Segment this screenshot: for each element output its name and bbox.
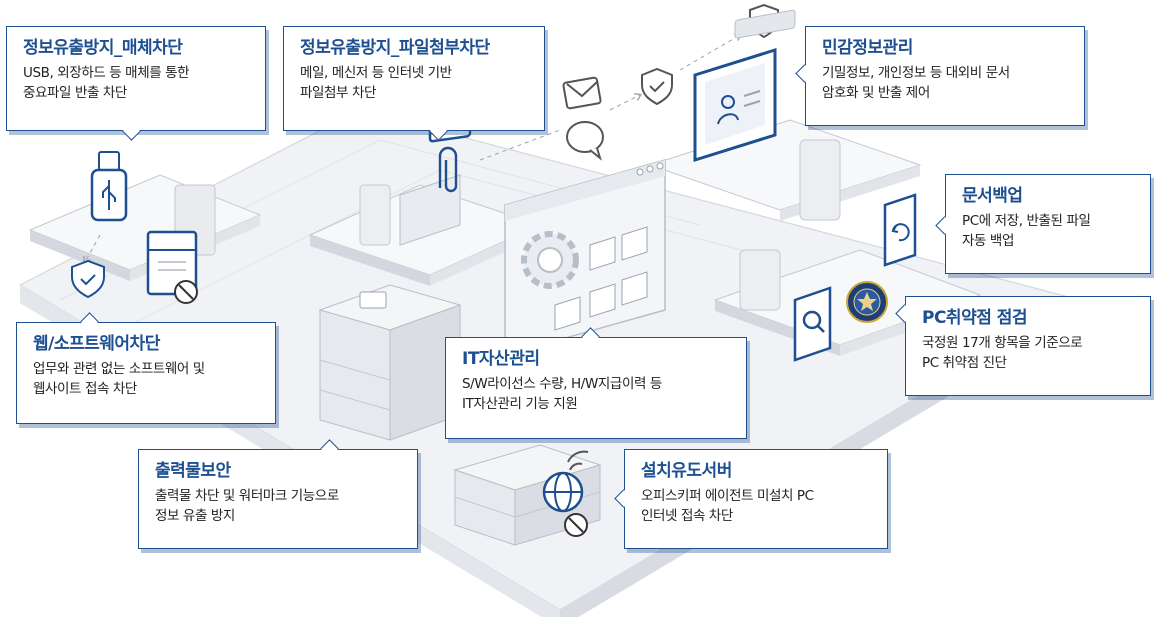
block-icon: [174, 280, 198, 304]
gear-icon: [521, 231, 579, 289]
callout-desc: 업무와 관련 없는 소프트웨어 및 웹사이트 접속 차단: [33, 359, 261, 399]
search-icon: [793, 286, 832, 362]
app-tiles: [554, 226, 648, 331]
callout-print: 출력물보안 출력물 차단 및 워터마크 기능으로 정보 유출 방지: [138, 439, 418, 549]
desc-line: 인터넷 접속 차단: [641, 508, 733, 524]
desc-line: 오피스키퍼 에이전트 미설치 PC: [641, 488, 814, 504]
desc-line: 국정원 17개 항목을 기준으로: [922, 335, 1083, 351]
shield-check-icon: [641, 67, 673, 106]
globe-icon: [542, 471, 584, 513]
wifi-icon: [567, 450, 589, 471]
monitor-user-icon: [693, 47, 777, 163]
usb-icon: [90, 151, 128, 222]
callout-title: 웹/소프트웨어차단: [33, 334, 160, 354]
desc-line: 메일, 메신저 등 인터넷 기반: [300, 65, 452, 81]
chat-bubble-icon: [566, 121, 604, 161]
callout-desc: USB, 외장하드 등 매체를 통한 중요파일 반출 차단: [23, 63, 251, 103]
callout-desc: 메일, 메신저 등 인터넷 기반 파일첨부 차단: [300, 63, 530, 103]
nis-seal-icon: [846, 281, 888, 323]
callout-title: PC취약점 점검: [922, 308, 1028, 328]
callout-vuln: PC취약점 점검 국정원 17개 항목을 기준으로 PC 취약점 진단: [895, 296, 1151, 396]
callout-title: 정보유출방지_매체차단: [23, 38, 183, 58]
callout-desc: 오피스키퍼 에이전트 미설치 PC 인터넷 접속 차단: [641, 486, 873, 526]
mail-icon: [562, 76, 602, 110]
desc-line: PC 취약점 진단: [922, 355, 1007, 371]
desc-line: 암호화 및 반출 제어: [822, 85, 930, 101]
callout-title: 민감정보관리: [822, 38, 913, 58]
callout-title: 문서백업: [962, 186, 1023, 206]
it-asset-window: [504, 159, 666, 356]
callout-attach-block: 정보유출방지_파일첨부차단 메일, 메신저 등 인터넷 기반 파일첨부 차단: [283, 26, 545, 141]
desc-line: USB, 외장하드 등 매체를 통한: [23, 65, 190, 81]
desc-line: PC에 저장, 반출된 파일: [962, 213, 1091, 229]
callout-desc: PC에 저장, 반출된 파일 자동 백업: [962, 211, 1136, 251]
desc-line: IT자산관리 기능 지원: [462, 396, 578, 412]
callout-title: IT자산관리: [462, 349, 540, 369]
shield-check-icon: [71, 259, 105, 299]
app-window-icon: [146, 230, 198, 296]
callout-desc: 기밀정보, 개인정보 등 대외비 문서 암호화 및 반출 제어: [822, 63, 1070, 103]
desc-line: S/W라이선스 수량, H/W지급이력 등: [462, 376, 662, 392]
desc-line: 기밀정보, 개인정보 등 대외비 문서: [822, 65, 1010, 81]
callout-web-sw: 웹/소프트웨어차단 업무와 관련 없는 소프트웨어 및 웹사이트 접속 차단: [16, 312, 276, 424]
callout-it-asset: IT자산관리 S/W라이선스 수량, H/W지급이력 등 IT자산관리 기능 지…: [445, 327, 747, 439]
callout-desc: 출력물 차단 및 워터마크 기능으로 정보 유출 방지: [155, 486, 403, 526]
block-icon: [564, 513, 588, 537]
callout-media-block: 정보유출방지_매체차단 USB, 외장하드 등 매체를 통한 중요파일 반출 차…: [6, 26, 266, 141]
right-top-desk: [648, 9, 922, 221]
printer-icon: [318, 284, 462, 441]
callout-title: 정보유출방지_파일첨부차단: [300, 38, 490, 58]
callout-desc: S/W라이선스 수량, H/W지급이력 등 IT자산관리 기능 지원: [462, 374, 732, 414]
desc-line: 웹사이트 접속 차단: [33, 381, 137, 397]
center-desk: [308, 174, 542, 286]
callout-backup: 문서백업 PC에 저장, 반출된 파일 자동 백업: [935, 174, 1151, 274]
desc-line: 정보 유출 방지: [155, 508, 235, 524]
callout-desc: 국정원 17개 항목을 기준으로 PC 취약점 진단: [922, 333, 1136, 373]
desc-line: 업무와 관련 없는 소프트웨어 및: [33, 361, 205, 377]
desc-line: 파일첨부 차단: [300, 85, 377, 101]
callout-install: 설치유도서버 오피스키퍼 에이전트 미설치 PC 인터넷 접속 차단: [614, 449, 888, 549]
desc-line: 자동 백업: [962, 233, 1014, 249]
callout-sensitive: 민감정보관리 기밀정보, 개인정보 등 대외비 문서 암호화 및 반출 제어: [795, 26, 1085, 126]
document-refresh-icon: [883, 193, 917, 267]
desc-line: 출력물 차단 및 워터마크 기능으로: [155, 488, 339, 504]
callout-title: 출력물보안: [155, 461, 231, 481]
callout-title: 설치유도서버: [641, 461, 732, 481]
desc-line: 중요파일 반출 차단: [23, 85, 127, 101]
